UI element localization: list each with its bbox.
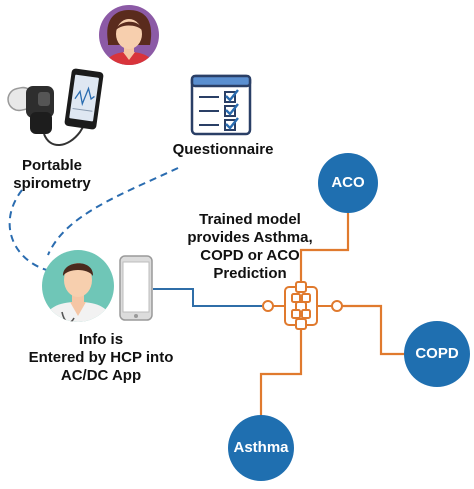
app-to-model-line [153,288,262,307]
neural-network-icon [262,281,343,330]
outcome-node-aco [318,153,378,213]
spirometry-label-line1: Portable [21,157,82,174]
model-description-line4: Prediction [213,265,287,282]
model-description-line3: COPD or ACO [200,247,300,264]
outcome-node-copd [404,321,470,387]
info-entry-line1: Info is [78,331,124,348]
model-description-line1: Trained model [199,211,301,228]
questionnaire-checklist-icon [190,74,252,136]
spirometry-label: Portable spirometry [0,157,104,193]
outcome-label-asthma: Asthma [233,439,289,456]
outcome-label-aco: ACO [331,174,365,191]
dashed-connector-questionnaire [47,167,179,256]
doctor-avatar-icon [42,250,114,322]
outcome-label-copd: COPD [415,345,459,362]
info-entry-label: Info is Entered by HCP into AC/DC App [16,331,186,385]
model-description-line2: provides Asthma, [187,229,313,246]
questionnaire-label: Questionnaire [172,141,274,158]
phone-with-chart-icon [64,68,104,130]
info-entry-line3: AC/DC App [60,367,142,384]
smartphone-icon [119,255,153,321]
outcome-node-asthma [228,415,294,481]
spirometer-icon [7,86,87,146]
spirometry-label-line2: spirometry [13,175,91,192]
patient-avatar-icon [99,5,159,65]
model-connectors [259,210,405,418]
info-entry-line2: Entered by HCP into [28,349,174,366]
dashed-connector-spirometry [8,189,56,273]
model-description: Trained model provides Asthma, COPD or A… [176,211,324,283]
